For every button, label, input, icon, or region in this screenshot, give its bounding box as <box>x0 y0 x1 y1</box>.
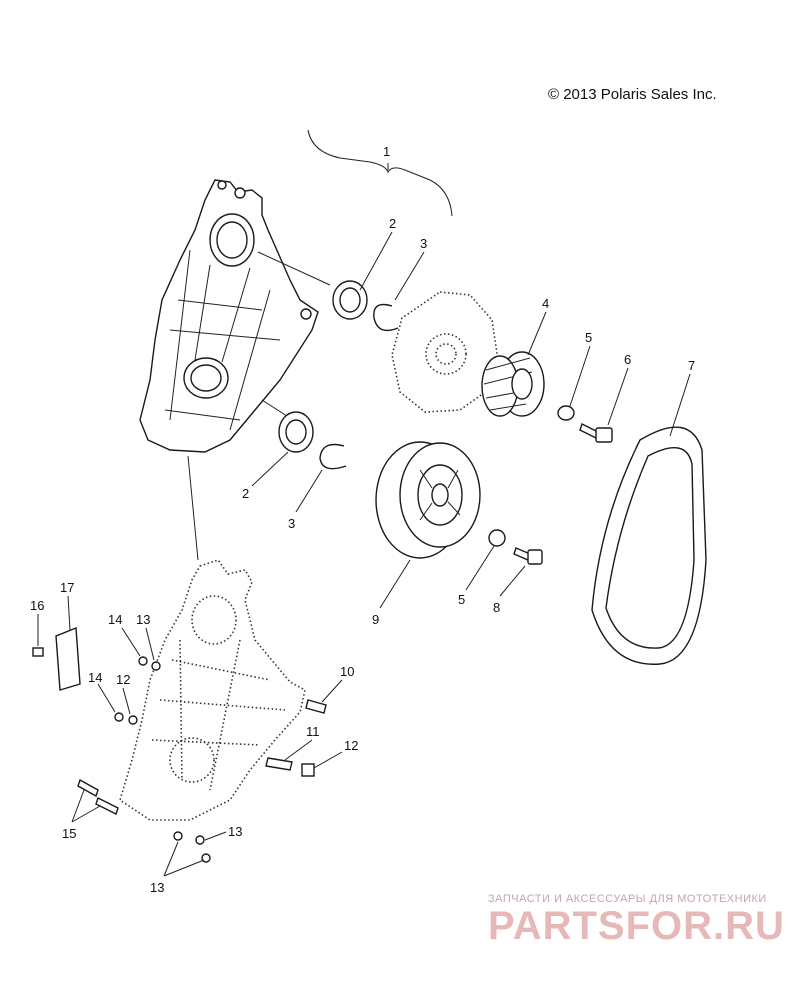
washer-upper <box>557 405 575 421</box>
leader-line <box>261 399 291 419</box>
bolt-lower <box>513 547 543 565</box>
watermark-tagline: ЗАПЧАСТИ И АКСЕССУАРЫ ДЛЯ МОТОТЕХНИКИ <box>488 893 767 905</box>
callout-3-lower: 3 <box>288 516 295 531</box>
callout-13-bottom: 13 <box>150 880 164 895</box>
callout-17: 17 <box>60 580 74 595</box>
callout-2: 2 <box>389 216 396 231</box>
callout-10: 10 <box>340 664 354 679</box>
callout-5-lower: 5 <box>458 592 465 607</box>
callout-7: 7 <box>688 358 695 373</box>
chaincase-upper <box>139 179 319 453</box>
callout-11: 11 <box>306 724 320 739</box>
callout-16: 16 <box>30 598 44 613</box>
bearing-lower <box>278 411 314 453</box>
callout-6: 6 <box>624 352 631 367</box>
leader-line <box>187 455 199 561</box>
callout-12-lower: 12 <box>344 738 358 753</box>
assembly-bracket <box>307 129 453 217</box>
drive-belt <box>591 426 707 665</box>
leader-lines-lower <box>37 163 691 877</box>
callout-5: 5 <box>585 330 592 345</box>
callout-3: 3 <box>420 236 427 251</box>
leader-line <box>257 251 331 286</box>
driven-sprocket <box>375 441 481 559</box>
watermark-logo: PARTSFOR.RU <box>488 904 785 948</box>
callout-4: 4 <box>542 296 549 311</box>
callout-15: 15 <box>62 826 76 841</box>
callout-14: 14 <box>108 612 122 627</box>
copyright-text: © 2013 Polaris Sales Inc. <box>548 86 717 103</box>
snap-ring-upper <box>373 303 399 332</box>
washer-lower <box>488 529 506 547</box>
drive-sprocket <box>481 351 545 417</box>
callout-8: 8 <box>493 600 500 615</box>
bolt-upper <box>579 423 613 443</box>
dotted-sprocket <box>391 291 499 413</box>
snap-ring-lower <box>319 443 347 470</box>
callout-1: 1 <box>383 144 390 159</box>
callout-2-lower: 2 <box>242 486 249 501</box>
callout-14-lower: 14 <box>88 670 102 685</box>
bearing-upper <box>332 280 368 320</box>
chaincase-lower-dotted <box>119 559 306 821</box>
callout-12: 12 <box>116 672 130 687</box>
callout-9: 9 <box>372 612 379 627</box>
callout-13: 13 <box>136 612 150 627</box>
callout-13-mid: 13 <box>228 824 242 839</box>
hardware-lower <box>32 626 327 863</box>
